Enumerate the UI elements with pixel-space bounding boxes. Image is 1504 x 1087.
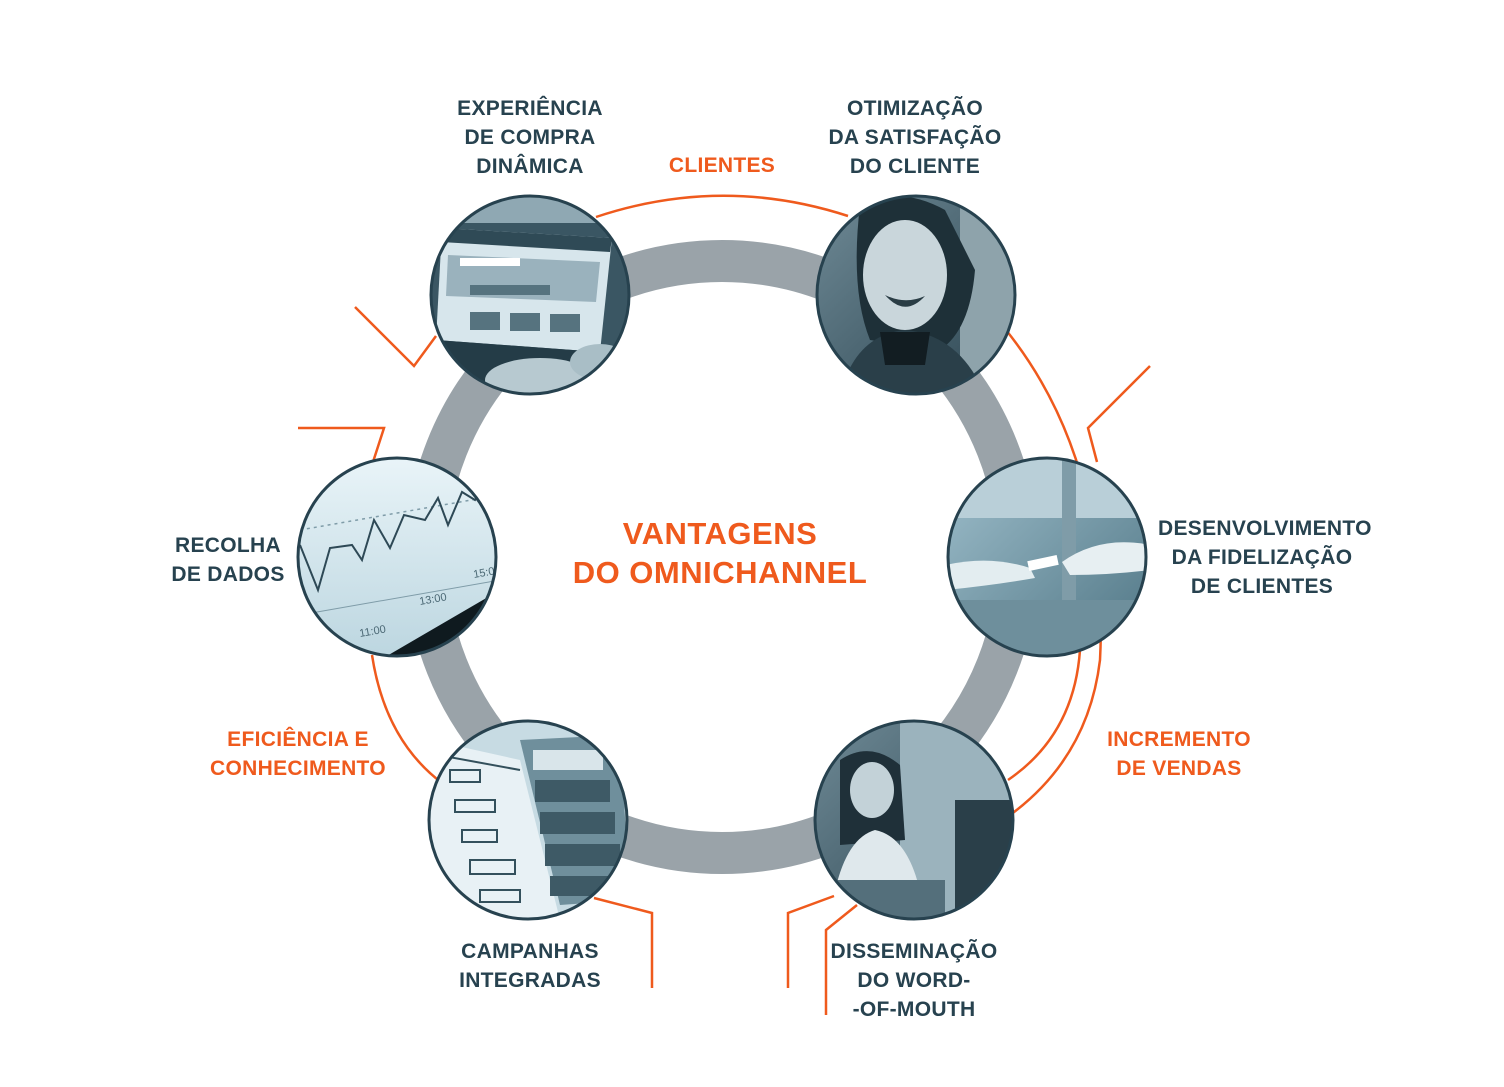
label-line: DO CLIENTE — [849, 155, 981, 178]
label-line: RECOLHA — [175, 534, 281, 557]
center-title-line: VANTAGENS — [622, 516, 818, 551]
center-title-line: DO OMNICHANNEL — [572, 555, 868, 590]
label-line: DA FIDELIZAÇÃO — [1171, 546, 1353, 569]
tick-right — [1086, 365, 1151, 463]
center-title: VANTAGENS DO OMNICHANNEL — [520, 514, 920, 592]
wireframe-sketches-photo — [427, 719, 629, 921]
chart-tick-label: 13:00 — [418, 591, 447, 608]
label-word-of-mouth: DISSEMINAÇÃO DO WORD- -OF-MOUTH — [828, 937, 1000, 1024]
chart-tick-label: 11:00 — [358, 623, 386, 639]
group-label-clientes: CLIENTES — [660, 151, 784, 180]
label-campanhas: CAMPANHAS INTEGRADAS — [448, 937, 612, 995]
label-line: DO WORD- — [857, 969, 971, 992]
label-line: CLIENTES — [668, 154, 776, 177]
tick-bottom-right-b — [824, 904, 858, 1015]
tick-top-left — [354, 306, 438, 368]
arc-vendas-inner — [1007, 649, 1082, 782]
label-line: OTIMIZAÇÃO — [847, 97, 983, 120]
group-label-eficiencia: EFICIÊNCIA E CONHECIMENTO — [210, 725, 386, 783]
woman-at-desk-photo — [813, 719, 1015, 921]
label-experiencia: EXPERIÊNCIA DE COMPRA DINÂMICA — [448, 94, 612, 181]
tick-left — [298, 426, 386, 463]
label-recolha: RECOLHA DE DADOS — [170, 531, 286, 589]
label-line: EXPERIÊNCIA — [457, 97, 603, 120]
group-label-vendas: INCREMENTO DE VENDAS — [1104, 725, 1254, 783]
laptop-website-photo — [429, 194, 631, 396]
data-chart-photo: 11:00 13:00 15:0 — [296, 456, 498, 658]
chart-tick-label: 15:0 — [472, 565, 495, 581]
smiling-woman-photo — [815, 194, 1017, 396]
tick-bottom-left — [593, 896, 654, 988]
label-line: CONHECIMENTO — [210, 757, 386, 780]
label-otimizacao: OTIMIZAÇÃO DA SATISFAÇÃO DO CLIENTE — [828, 94, 1002, 181]
label-line: CAMPANHAS — [461, 940, 599, 963]
label-line: DE COMPRA — [464, 126, 596, 149]
label-fidelizacao: DESENVOLVIMENTO DA FIDELIZAÇÃO DE CLIENT… — [1158, 514, 1372, 601]
label-line: EFICIÊNCIA E — [227, 728, 369, 751]
label-line: INTEGRADAS — [459, 969, 601, 992]
connector-lines — [298, 194, 1151, 1015]
label-line: DA SATISFAÇÃO — [828, 126, 1002, 149]
label-line: DE VENDAS — [1116, 757, 1242, 780]
card-handover-photo — [946, 456, 1148, 658]
label-line: DE CLIENTES — [1190, 575, 1334, 598]
label-line: DESENVOLVIMENTO — [1158, 517, 1372, 540]
label-line: DISSEMINAÇÃO — [830, 940, 998, 963]
label-line: DE DADOS — [171, 563, 285, 586]
label-line: INCREMENTO — [1107, 728, 1251, 751]
label-line: DINÂMICA — [476, 155, 584, 178]
arc-eficiencia — [370, 654, 443, 784]
tick-bottom-right-a — [786, 894, 835, 988]
arc-clientes — [595, 194, 849, 219]
label-line: -OF-MOUTH — [852, 998, 976, 1021]
